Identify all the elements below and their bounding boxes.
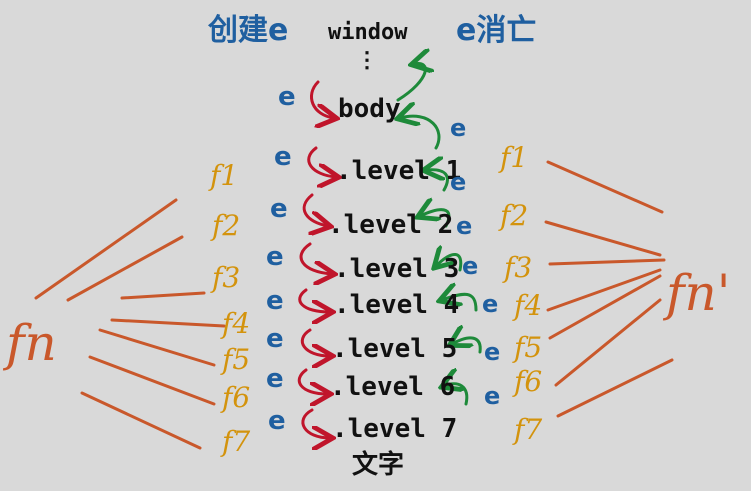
capture-e-level6: e — [266, 364, 284, 394]
window-label: window — [328, 20, 408, 45]
bubble-e-level1: e — [450, 168, 467, 196]
right-handler-f7: f7 — [514, 413, 543, 446]
level-label-2: .level 2 — [328, 210, 454, 240]
level-label-body: body — [338, 94, 401, 124]
capture-arrow-level4 — [298, 288, 330, 312]
bubble-arrow-level1 — [400, 116, 441, 150]
capture-arrow-level3 — [299, 242, 332, 274]
left-fn-lines — [34, 198, 226, 450]
create-event-label: 创建e — [208, 13, 289, 48]
left-handler-f1: f1 — [210, 159, 239, 192]
bubble-arrows — [396, 63, 482, 406]
right-fn-lines — [544, 160, 674, 418]
capture-arrows — [297, 80, 336, 438]
ellipsis-icon: ⋮ — [356, 48, 378, 73]
fn-line-f5-left — [98, 328, 216, 367]
right-handler-f4: f4 — [514, 289, 543, 322]
bubble-arrow-level7 — [444, 384, 469, 406]
fn-line-f6-right — [554, 298, 662, 387]
capture-arrow-level7 — [301, 408, 330, 438]
capture-arrow-level2 — [302, 193, 328, 226]
fn-line-f4-right — [546, 268, 662, 312]
fn-line-f4-left — [110, 318, 226, 328]
capture-e-level1: e — [274, 142, 292, 172]
fn-line-f6-left — [88, 355, 216, 406]
capture-arrow-level5 — [300, 328, 330, 356]
fn-line-f1-left — [34, 198, 178, 300]
bubble-e-level6: e — [484, 382, 501, 410]
left-fn-label: fn — [6, 314, 57, 372]
left-handler-f6: f6 — [222, 381, 251, 414]
level-label-5: .level 5 — [332, 334, 458, 364]
capture-arrow-level1 — [307, 146, 336, 177]
bubble-arrow-level6 — [452, 338, 482, 354]
bubble-e-level5: e — [484, 338, 501, 366]
capture-e-level4: e — [266, 286, 284, 316]
level-label-1: .level 1 — [336, 156, 462, 186]
fn-line-f7-left — [80, 391, 202, 450]
right-handler-f5: f5 — [514, 331, 543, 364]
level-label-6: .level 6 — [330, 372, 456, 402]
fn-line-f1-right — [546, 160, 664, 214]
right-handler-f2: f2 — [500, 199, 529, 232]
capture-e-level3: e — [266, 242, 284, 272]
bottom-text: 文字 — [352, 450, 405, 480]
event-dispatch-label: e消亡 — [456, 13, 537, 48]
level-label-4: .level 4 — [334, 290, 460, 320]
capture-arrow-level6 — [297, 368, 328, 394]
capture-e-level7: e — [268, 406, 286, 436]
fn-line-f2-left — [66, 235, 184, 302]
bubble-e-level4: e — [482, 290, 499, 318]
left-handler-f4: f4 — [222, 307, 251, 340]
right-handler-f1: f1 — [500, 141, 529, 174]
left-handler-f3: f3 — [212, 261, 241, 294]
bubble-arrow-body — [396, 63, 425, 102]
bubble-e-body: e — [450, 114, 467, 142]
bubble-e-level3: e — [462, 252, 479, 280]
capture-e-level2: e — [270, 194, 288, 224]
fn-line-f3-right — [548, 258, 666, 266]
bubble-arrow-level3 — [420, 210, 451, 228]
level-label-7: .level 7 — [332, 414, 458, 444]
bubble-arrow-level5 — [442, 294, 478, 312]
left-handler-f5: f5 — [222, 343, 251, 376]
right-handler-f6: f6 — [514, 365, 543, 398]
left-handler-f2: f2 — [212, 209, 241, 242]
bubble-e-level2: e — [456, 212, 473, 240]
level-label-3: .level 3 — [334, 254, 460, 284]
right-fn-label: fn' — [666, 264, 731, 322]
capture-e-level5: e — [266, 324, 284, 354]
bubble-arrow-level4 — [436, 254, 463, 270]
capture-e-body: e — [278, 82, 296, 112]
fn-line-f7-right — [556, 358, 674, 418]
left-handler-f7: f7 — [222, 425, 251, 458]
fn-line-f2-right — [544, 220, 662, 257]
right-handler-f3: f3 — [504, 251, 533, 284]
bubble-arrow-level2 — [426, 170, 449, 192]
fn-line-f3-left — [120, 291, 206, 300]
capture-arrow-body — [310, 80, 334, 118]
fn-line-f5-right — [548, 274, 662, 340]
